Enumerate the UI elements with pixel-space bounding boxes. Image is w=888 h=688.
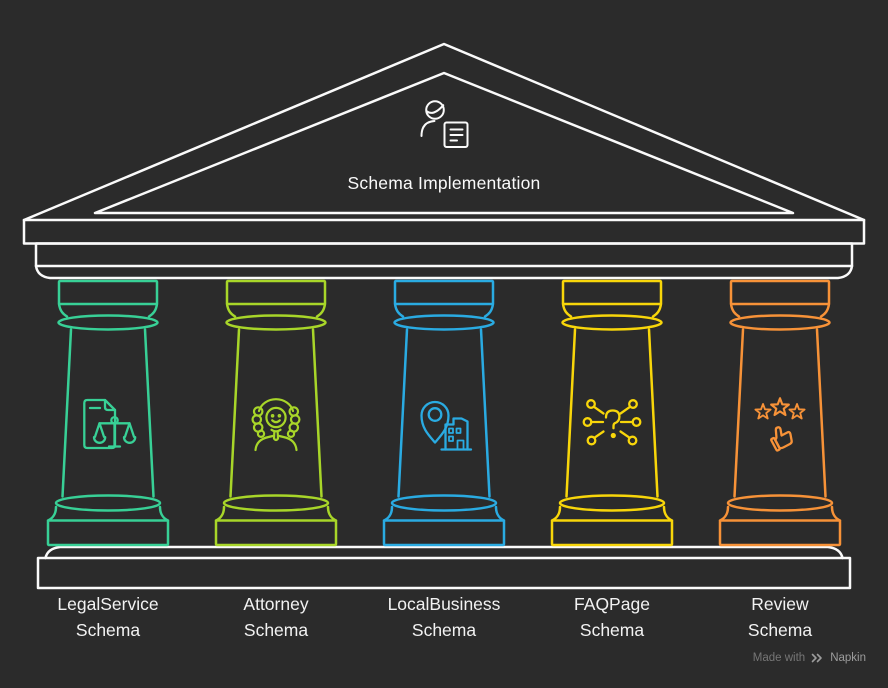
watermark-prefix: Made with (752, 652, 806, 664)
napkin-watermark: Made with Napkin (753, 652, 866, 664)
pillar-label-localbusiness: LocalBusiness Schema (360, 592, 528, 643)
pillar-label-line: Schema (243, 619, 309, 640)
pillar-label-line: Attorney (243, 594, 309, 614)
pediment-outer (22, 42, 866, 222)
question-network-icon (582, 399, 642, 446)
temple-structure (22, 42, 866, 590)
pillar-faqpage (550, 279, 674, 547)
napkin-logo-icon (811, 653, 822, 663)
stylobate-top (44, 545, 844, 560)
watermark-brand: Napkin (830, 652, 866, 664)
frieze (34, 242, 854, 268)
pillar-localbusiness (382, 279, 506, 547)
pillar-label-line: Review (751, 594, 809, 614)
cornice (34, 264, 854, 280)
pillar-label-review: Review Schema (696, 592, 864, 643)
pillar-label-line: FAQPage (574, 594, 650, 614)
pillar-legalservice (46, 279, 170, 547)
pillar-attorney (214, 279, 338, 547)
pillar-label-line: LegalService (57, 594, 159, 614)
stars-thumbs-up-icon (754, 397, 806, 452)
pediment-inner (93, 71, 795, 215)
judge-person-icon (251, 398, 301, 452)
pillar-label-line: LocalBusiness (387, 594, 501, 614)
location-pin-building-icon (420, 400, 473, 451)
pillar-label-faqpage: FAQPage Schema (528, 592, 696, 643)
pillar-label-line: Schema (411, 619, 477, 640)
pillar-label-line: Schema (579, 619, 645, 640)
person-document-icon (420, 100, 469, 148)
pillar-label-line: Schema (747, 619, 813, 640)
diagram-title: Schema Implementation (347, 173, 541, 193)
platform (36, 556, 852, 590)
pillar-review (718, 279, 842, 547)
pillar-label-line: Schema (75, 619, 141, 640)
pillar-label-attorney: Attorney Schema (192, 592, 360, 643)
pillar-label-legalservice: LegalService Schema (24, 592, 192, 643)
legal-document-scales-icon (83, 398, 137, 450)
